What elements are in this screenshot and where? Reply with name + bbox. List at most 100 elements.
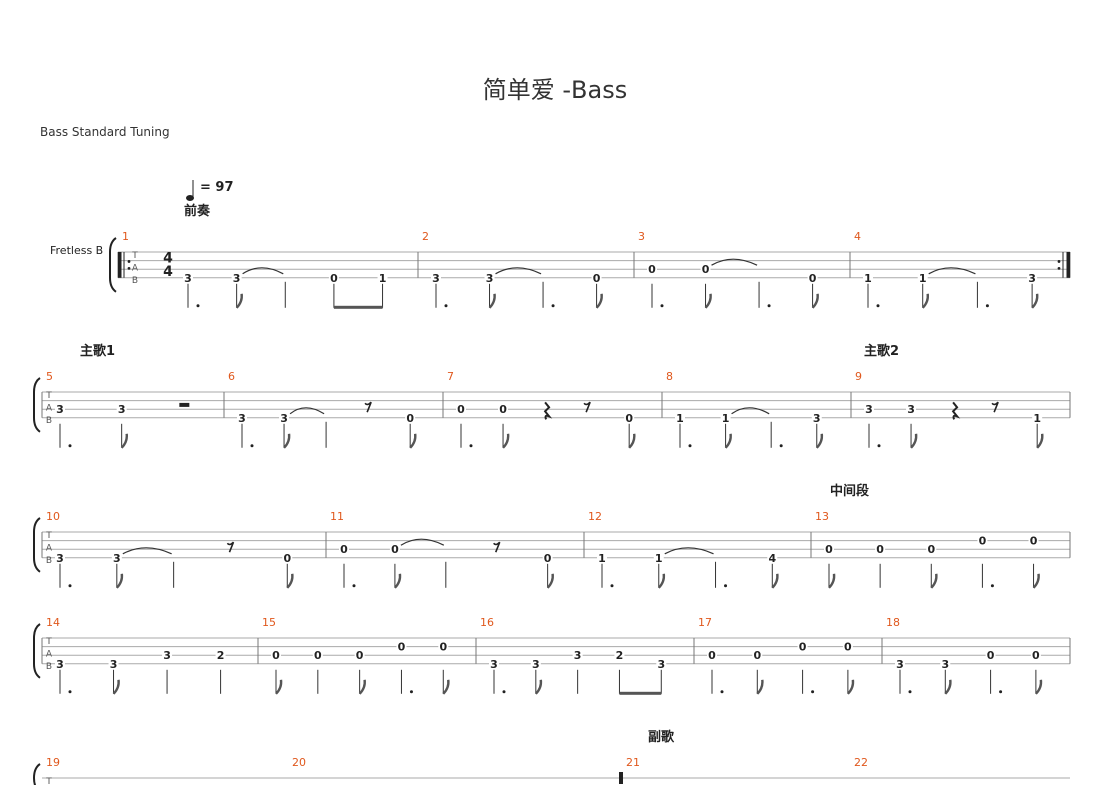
note-flag (283, 433, 291, 449)
fret-mask (707, 649, 717, 661)
fret-number: 0 (708, 649, 716, 662)
fret-mask (271, 649, 281, 661)
fret-number: 0 (356, 649, 364, 662)
fret-mask (116, 403, 127, 415)
note-flag (828, 573, 836, 589)
fret-number: 3 (657, 658, 665, 671)
fret-mask (354, 649, 365, 661)
measure-number: 3 (638, 230, 645, 243)
note-beam (333, 305, 383, 309)
fret-number: 0 (987, 649, 995, 662)
tie-arc (664, 547, 714, 555)
fret-mask (339, 543, 349, 555)
fret-number: 3 (56, 552, 64, 565)
fret-mask (864, 403, 874, 415)
measure-number: 6 (228, 370, 235, 383)
tab-clef-b: B (46, 556, 52, 566)
system-bracket (33, 377, 41, 433)
section-label-intro: 前奏 (184, 204, 211, 219)
fret-mask (940, 657, 951, 669)
eighth-rest (493, 541, 501, 553)
note-flag (704, 293, 712, 309)
measure-number: 20 (292, 756, 306, 769)
fret-number: 0 (648, 263, 656, 276)
fret-number: 3 (432, 272, 440, 285)
note-dot (724, 584, 728, 588)
note-dot (720, 690, 724, 694)
repeat-dot (1057, 266, 1061, 270)
note-flag (815, 433, 824, 449)
tie-arc (400, 538, 445, 546)
measure-number: 10 (46, 510, 60, 523)
fret-number: 1 (1033, 412, 1041, 425)
fret-mask (863, 271, 873, 283)
fret-mask (656, 657, 667, 669)
fret-mask (530, 657, 541, 669)
measure-number: 8 (666, 370, 673, 383)
note-flag (657, 573, 666, 589)
fret-mask (55, 403, 65, 415)
note-dot (779, 444, 783, 448)
fret-mask (55, 657, 65, 669)
time-signature-bottom: 4 (163, 264, 173, 280)
fret-mask (108, 657, 119, 669)
measure-number: 15 (262, 616, 276, 629)
note-dot (502, 690, 506, 694)
fret-number: 1 (864, 272, 872, 285)
fret-number: 1 (676, 412, 684, 425)
fret-mask (438, 640, 449, 652)
note-flag (442, 679, 450, 695)
system-bracket (32, 763, 41, 785)
fret-number: 1 (919, 272, 927, 285)
repeat-dot (127, 266, 131, 270)
fret-number: 0 (1032, 649, 1040, 662)
fret-number: 0 (272, 649, 280, 662)
section-label-verse1: 主歌1 (80, 344, 116, 359)
fret-mask (653, 551, 664, 563)
fret-number: 3 (574, 649, 582, 662)
fret-mask (456, 403, 466, 415)
note-dot (999, 690, 1003, 694)
note-flag (910, 433, 918, 449)
tab-clef-t: T (131, 251, 138, 261)
fret-number: 0 (625, 412, 633, 425)
fret-mask (111, 551, 122, 563)
note-flag (120, 433, 129, 449)
note-flag (1031, 293, 1039, 309)
note-dot (990, 584, 994, 588)
note-flag (1035, 679, 1043, 695)
fret-mask (498, 403, 509, 415)
fret-mask (1032, 411, 1043, 423)
measure-number: 18 (886, 616, 900, 629)
section-label-chorus: 副歌 (648, 730, 675, 745)
fret-number: 0 (753, 649, 761, 662)
note-flag (286, 573, 294, 589)
note-flag (1032, 573, 1040, 589)
tab-clef-b: B (132, 276, 138, 286)
note-dot (877, 444, 881, 448)
fret-mask (215, 649, 226, 661)
fret-number: 3 (110, 658, 118, 671)
measure-number: 11 (330, 510, 344, 523)
note-dot (250, 444, 254, 448)
fret-number: 0 (979, 535, 987, 548)
fret-mask (767, 551, 778, 563)
fret-mask (824, 543, 834, 555)
note-dot (68, 584, 72, 588)
fret-mask (647, 263, 657, 275)
fret-mask (279, 411, 290, 423)
fret-number: 3 (865, 403, 873, 416)
fret-number: 0 (809, 272, 817, 285)
measure-number: 1 (122, 230, 129, 243)
fret-number: 0 (825, 543, 833, 556)
fret-mask (752, 649, 763, 661)
note-dot (985, 304, 989, 308)
note-dot (68, 690, 72, 694)
note-flag (921, 293, 930, 309)
fret-mask (55, 551, 65, 563)
measure-number: 16 (480, 616, 494, 629)
note-flag (502, 433, 510, 449)
fret-number: 3 (113, 552, 121, 565)
tie-arc (928, 267, 976, 275)
fret-number: 3 (280, 412, 288, 425)
